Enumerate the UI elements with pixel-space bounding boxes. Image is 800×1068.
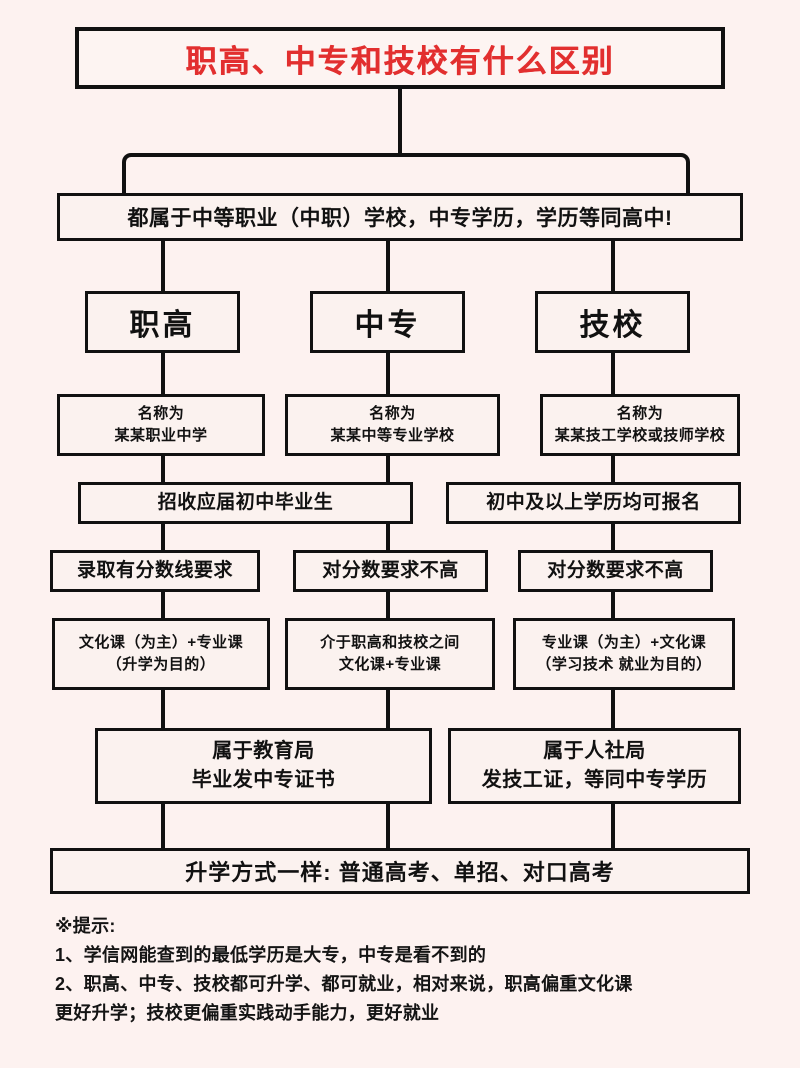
notes-line-1: 1、学信网能查到的最低学历是大专，中专是看不到的 — [55, 945, 487, 966]
course-box-line1: 介于职高和技校之间 — [320, 634, 460, 652]
connector-authority-to-footer-3 — [611, 804, 615, 848]
category-header-label: 职高 — [129, 309, 196, 342]
connector-cat3-to-name3 — [611, 353, 615, 396]
footer-box-text: 升学方式一样: 普通高考、单招、对口高考 — [185, 860, 615, 885]
connector-course-to-authority-2 — [386, 690, 390, 730]
category-header-label: 中专 — [354, 309, 421, 342]
category-header-zhongzhuan: 中专 — [310, 291, 465, 353]
course-box-line2: 文化课+专业课 — [338, 656, 442, 673]
connector-course-to-authority-1 — [161, 690, 165, 730]
connector-score-to-course-3 — [611, 592, 615, 620]
banner-text: 都属于中等职业（中职）学校，中专学历，学历等同高中! — [127, 207, 673, 230]
authority-box-line1: 属于教育局 — [212, 740, 315, 762]
name-box-line1: 名称为 — [137, 405, 185, 423]
connector-name1-to-admission1 — [161, 456, 165, 484]
score-box-zhigao: 录取有分数线要求 — [50, 550, 260, 592]
notes-block: ※提示: 1、学信网能查到的最低学历是大专，中专是看不到的 2、职高、中专、技校… — [55, 912, 755, 1029]
course-box-line2: （学习技术 就业为目的） — [536, 656, 712, 673]
name-box-line1: 名称为 — [616, 405, 664, 423]
connector-banner-to-cat-3 — [611, 241, 615, 293]
course-box-line2: （升学为目的） — [106, 656, 216, 673]
course-box-zhongzhuan: 介于职高和技校之间 文化课+专业课 — [285, 618, 495, 690]
connector-authority-to-footer-1 — [161, 804, 165, 848]
category-header-jixiao: 技校 — [535, 291, 690, 353]
score-box-jixiao: 对分数要求不高 — [518, 550, 713, 592]
notes-line-3: 更好升学；技校更偏重实践动手能力，更好就业 — [55, 1003, 440, 1024]
admission-box-shared: 招收应届初中毕业生 — [78, 482, 413, 524]
category-header-label: 技校 — [579, 309, 646, 342]
chart-title-box: 职高、中专和技校有什么区别 — [75, 27, 725, 89]
connector-admission-to-score-3 — [611, 524, 615, 552]
course-box-line1: 文化课（为主）+专业课 — [78, 634, 244, 652]
connector-banner-to-cat-1 — [161, 241, 165, 293]
course-box-line1: 专业课（为主）+文化课 — [541, 634, 707, 652]
score-box-text: 对分数要求不高 — [322, 559, 459, 581]
connector-course-to-authority-3 — [611, 690, 615, 730]
connector-admission-to-score-2 — [386, 524, 390, 552]
authority-box-line1: 属于人社局 — [543, 740, 646, 762]
name-box-zhongzhuan: 名称为 某某中等专业学校 — [285, 394, 500, 456]
score-box-zhongzhuan: 对分数要求不高 — [293, 550, 488, 592]
course-box-jixiao: 专业课（为主）+文化课 （学习技术 就业为目的） — [513, 618, 735, 690]
name-box-line2: 某某技工学校或技师学校 — [554, 427, 726, 444]
connector-distribution-bus — [122, 153, 690, 195]
banner-box: 都属于中等职业（中职）学校，中专学历，学历等同高中! — [57, 193, 743, 241]
admission-box-text: 招收应届初中毕业生 — [157, 491, 334, 513]
connector-cat1-to-name1 — [161, 353, 165, 396]
name-box-line1: 名称为 — [369, 405, 416, 423]
authority-box-education: 属于教育局 毕业发中专证书 — [95, 728, 432, 804]
chart-title-text: 职高、中专和技校有什么区别 — [185, 43, 615, 79]
connector-banner-to-cat-2 — [386, 241, 390, 293]
category-header-zhigao: 职高 — [85, 291, 240, 353]
connector-admission-to-score-1 — [161, 524, 165, 552]
authority-box-labor: 属于人社局 发技工证，等同中专学历 — [448, 728, 741, 804]
notes-heading: ※提示: — [55, 916, 116, 936]
connector-cat2-to-name2 — [386, 353, 390, 396]
name-box-zhigao: 名称为 某某职业中学 — [57, 394, 265, 456]
notes-line-2: 2、职高、中专、技校都可升学、都可就业，相对来说，职高偏重文化课 — [55, 974, 633, 995]
authority-box-line2: 发技工证，等同中专学历 — [481, 769, 708, 791]
name-box-line2: 某某职业中学 — [114, 427, 208, 444]
connector-authority-to-footer-2 — [386, 804, 390, 848]
name-box-line2: 某某中等专业学校 — [330, 427, 455, 444]
connector-name2-to-admission1 — [386, 456, 390, 484]
authority-box-line2: 毕业发中专证书 — [191, 769, 336, 791]
connector-title-to-bus — [398, 89, 402, 157]
footer-box: 升学方式一样: 普通高考、单招、对口高考 — [50, 848, 750, 894]
connector-name3-to-admission2 — [611, 456, 615, 484]
admission-box-jixiao: 初中及以上学历均可报名 — [446, 482, 741, 524]
course-box-zhigao: 文化课（为主）+专业课 （升学为目的） — [52, 618, 270, 690]
admission-box-text: 初中及以上学历均可报名 — [486, 491, 701, 513]
connector-score-to-course-1 — [161, 592, 165, 620]
score-box-text: 录取有分数线要求 — [76, 559, 233, 581]
name-box-jixiao: 名称为 某某技工学校或技师学校 — [540, 394, 740, 456]
connector-score-to-course-2 — [386, 592, 390, 620]
score-box-text: 对分数要求不高 — [547, 559, 684, 581]
